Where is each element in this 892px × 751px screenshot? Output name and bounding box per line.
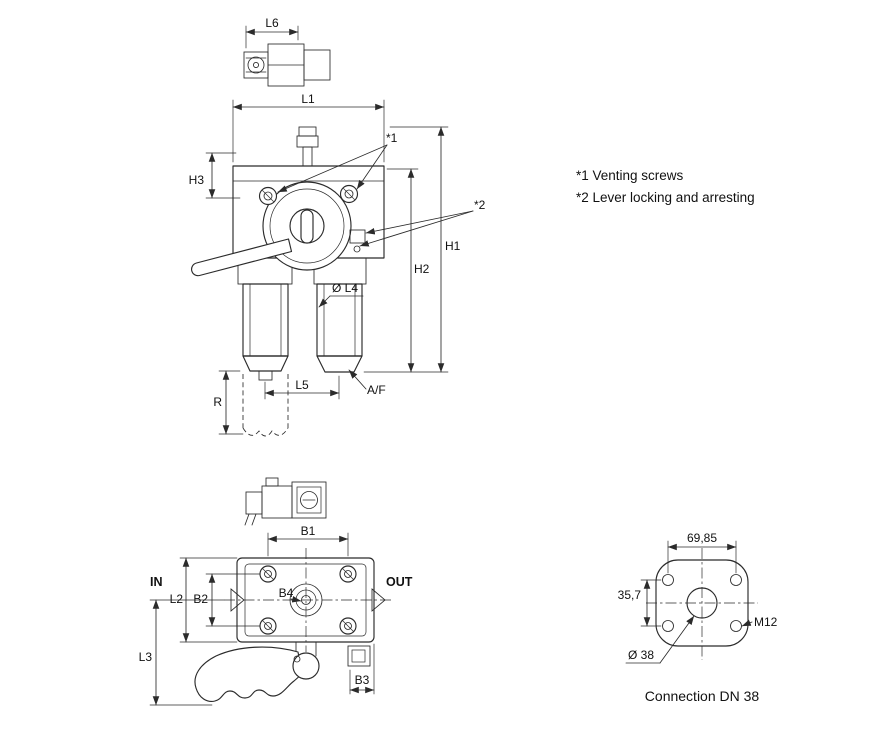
dimension-thread: M12 <box>741 615 778 629</box>
flange-view: 69,85 35,7 M12 Ø 38 Connection DN 38 <box>618 531 778 704</box>
dim-label-d38: Ø 38 <box>628 648 654 662</box>
dim-label-b4: B4 <box>279 586 294 600</box>
lever-handle <box>194 646 303 702</box>
dimension-b3: B3 <box>349 643 375 695</box>
port-label-out: OUT <box>386 575 413 589</box>
dim-label-h3: H3 <box>189 173 205 187</box>
dimension-l5: L5 <box>264 375 340 400</box>
top-view: B1 B4 IN OUT <box>139 477 413 706</box>
lever-hub-slot <box>300 209 314 244</box>
dimension-r: R <box>213 370 244 435</box>
dimension-l1: L1 <box>232 92 385 163</box>
flow-arrow-out <box>371 588 386 612</box>
dim-label-r: R <box>213 395 222 409</box>
dim-label-b1: B1 <box>301 524 316 538</box>
legend-notes: *1 Venting screws *2 Lever locking and a… <box>576 168 755 205</box>
note-venting-screws: *1 Venting screws <box>576 168 684 183</box>
cover-screws <box>259 565 357 635</box>
dimension-l2: L2 <box>170 557 238 643</box>
valve-body-top <box>224 548 392 652</box>
dim-label-l5: L5 <box>295 378 309 392</box>
front-view: L6 <box>189 16 486 437</box>
dim-label-l4: Ø L4 <box>332 281 358 295</box>
callout-label-1: *1 <box>386 131 398 145</box>
dimension-l3: L3 <box>139 599 225 706</box>
dimension-l6: L6 <box>245 16 299 49</box>
dim-label-l2: L2 <box>170 592 184 606</box>
dim-label-69-85: 69,85 <box>687 531 717 545</box>
dim-label-l1: L1 <box>301 92 315 106</box>
dimension-h3: H3 <box>189 152 241 199</box>
note-lever-locking: *2 Lever locking and arresting <box>576 190 755 205</box>
dimension-bore: Ø 38 <box>625 615 695 664</box>
dim-label-h2: H2 <box>414 262 430 276</box>
lever-lock-top <box>347 645 371 667</box>
bowl-removal-clearance <box>242 374 289 437</box>
dimension-l4: Ø L4 <box>318 281 364 308</box>
vent-screw-detail <box>243 43 331 87</box>
venting-screw-left <box>258 186 278 206</box>
dim-label-l6: L6 <box>265 16 279 30</box>
dimension-h2: H2 <box>386 168 430 373</box>
dim-label-b2: B2 <box>193 592 208 606</box>
callout-label-2: *2 <box>474 198 486 212</box>
dimension-flange-height: 35,7 <box>618 579 662 627</box>
changeover-lever <box>191 238 293 277</box>
filter-bowl-left <box>242 283 289 381</box>
connector-detail <box>244 477 327 526</box>
lever-top-view <box>194 641 371 702</box>
dimension-h1: H1 <box>363 126 461 373</box>
valve-assembly-front <box>191 126 385 437</box>
dimension-flange-width: 69,85 <box>667 531 737 574</box>
dim-label-35-7: 35,7 <box>618 588 642 602</box>
dim-label-m12: M12 <box>754 615 778 629</box>
port-label-in: IN <box>150 575 163 589</box>
callout-star1: *1 <box>277 131 398 193</box>
dimension-b1: B1 <box>267 524 349 557</box>
callout-star2: *2 <box>359 198 486 247</box>
filter-bowl-right <box>316 283 363 373</box>
flange-caption: Connection DN 38 <box>645 688 760 704</box>
dim-label-af: A/F <box>367 383 386 397</box>
dim-label-b3: B3 <box>355 673 370 687</box>
lever-lock <box>349 229 366 244</box>
dimension-b4: B4 <box>279 586 302 603</box>
dim-label-l3: L3 <box>139 650 153 664</box>
venting-screw-right <box>339 184 359 204</box>
dimension-af: A/F <box>348 369 386 397</box>
dim-label-h1: H1 <box>445 239 461 253</box>
